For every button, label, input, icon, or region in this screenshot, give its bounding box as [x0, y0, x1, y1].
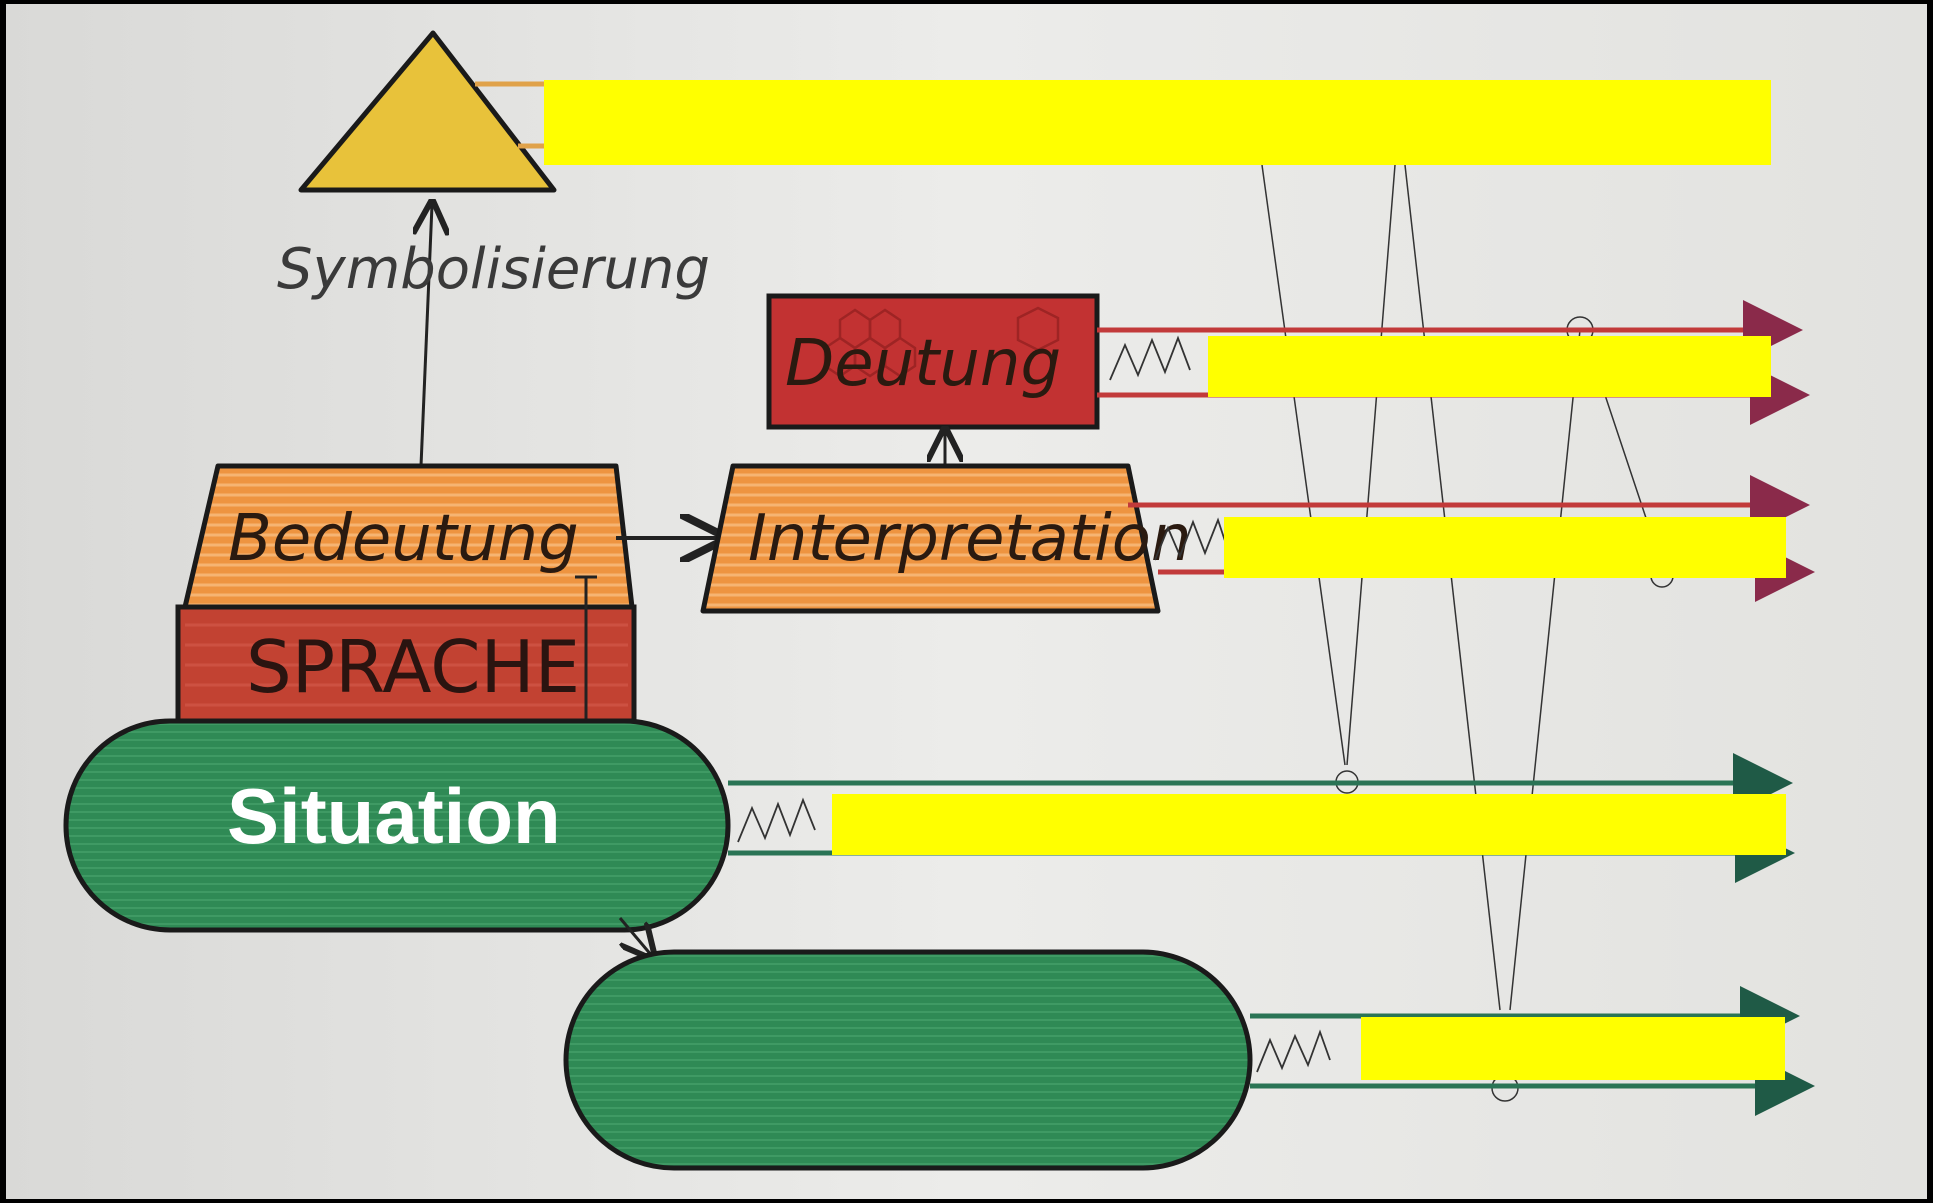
situation-pill [63, 718, 731, 933]
lower-pill-zigzag [1256, 1029, 1331, 1073]
label-interpretation: Interpretation [748, 502, 1191, 576]
lower-situation-pill [563, 949, 1253, 1171]
highlight-block-lower-pill [1361, 1017, 1785, 1080]
highlight-block-top [544, 80, 1771, 165]
highlight-block-situation [832, 794, 1786, 855]
label-sprache: SPRACHE [246, 625, 580, 709]
honeycomb-icon [823, 306, 1060, 378]
deutung-box [766, 293, 1100, 430]
highlight-block-interpretation [1224, 517, 1786, 578]
interpretation-box [700, 463, 1161, 614]
interpretation-zigzag [1154, 517, 1229, 561]
label-bedeutung: Bedeutung [228, 502, 579, 576]
symbol-triangle [298, 30, 557, 193]
symbolisierung-arrow [421, 205, 432, 467]
highlight-block-deutung [1208, 336, 1771, 397]
situation-zigzag [737, 797, 816, 843]
label-situation: Situation [227, 772, 561, 860]
label-deutung: Deutung [785, 327, 1061, 401]
label-symbolisierung: Symbolisierung [277, 237, 710, 302]
deutung-zigzag [1109, 335, 1191, 381]
situation-to-lower-pill-arrow [618, 917, 652, 956]
